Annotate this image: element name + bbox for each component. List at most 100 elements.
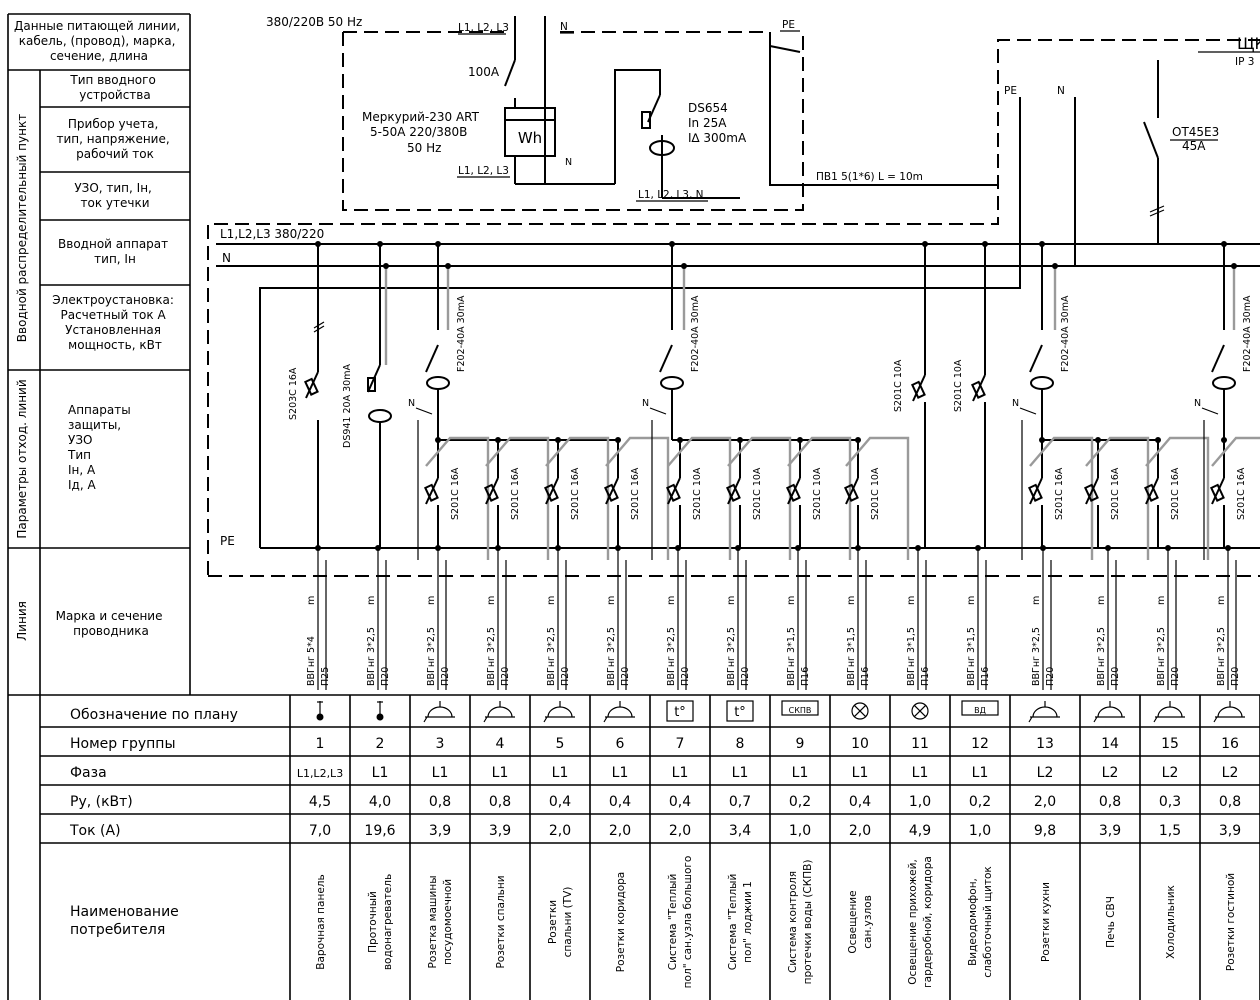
n-label: N [642,398,649,409]
group-power: 0,8 [489,794,511,810]
node [1052,263,1058,269]
group-phase: L1 [612,765,629,781]
cable-m: m [606,596,617,605]
cable-len: П20 [380,667,391,686]
board-switch-name: OT45E3 [1172,125,1219,139]
n-return [1029,436,1094,560]
consumer-name: Система "Теплый [667,874,679,971]
plan-symbol-3 [427,706,453,718]
installation-label: Электроустановка: Расчетный ток А Устано… [52,293,177,352]
cable-len: П20 [1110,667,1121,686]
cable-type: ВВГнг 3*1,5 [846,627,857,686]
supply-voltage: 380/220В 50 Hz [266,15,362,29]
f202-a-sub-label: S201C 16А [630,467,641,520]
s201-direct0-thermal [910,380,926,399]
consumer-name: Розетка машины [427,876,439,969]
group-current: 2,0 [849,823,871,839]
f202-d-sub0-thermal [1209,483,1225,502]
group-current: 2,0 [609,823,631,839]
supply-n-top: N [560,21,568,33]
f202-a-label: F202-40А 30mA [456,295,467,372]
group-phase: L1 [792,765,809,781]
group-power: 4,5 [309,794,331,810]
cable-m: m [1096,596,1107,605]
cable-len: П16 [800,667,811,686]
rcd-out-phases: L1, L2, L3, N [638,189,703,201]
conductor-label: Марка и сечение проводника [56,609,167,638]
group-number: 7 [676,736,685,752]
consumer-name: Освещение прихожей, [907,859,919,985]
plan-symbol-6-leg [603,716,608,723]
main-switch-rating: 100А [468,65,500,79]
f202-c-sub0-thermal [1027,483,1043,502]
f202-b-label: F202-40А 30mA [690,295,701,372]
f202-b-sub-label: S201C 10А [812,467,823,520]
group-phase: L1 [492,765,509,781]
f202-c-sub-label: S201C 16А [1170,467,1181,520]
consumer-name: Печь СВЧ [1105,896,1117,948]
rcd-label: УЗО, тип, Iн, ток утечки [74,181,155,210]
group-phase: L2 [1037,765,1054,781]
busbars: L1,L2,L3 380/220 N PE [216,227,1260,549]
ds941-rcd [368,409,392,423]
cable-m: m [426,596,437,605]
wire [415,407,433,415]
group-number: 1 [316,736,325,752]
f202-a-sub0-contact [425,477,439,505]
cable-m: m [306,596,317,605]
cable-len: П20 [1045,667,1056,686]
row-label-phase: Фаза [70,765,107,781]
plan-symbol-5-leg [543,716,548,723]
consumer-name: Варочная панель [315,874,327,969]
consumer-name: Освещение [847,890,859,953]
cable-type: ВВГнг 3*1,5 [966,627,977,686]
plan-symbol-16-leg [1213,716,1218,723]
cable-type: ВВГнг 3*2,5 [486,627,497,686]
cable-m: m [906,596,917,605]
consumer-name: Система контроля [787,871,799,973]
ds941-thermal [367,377,376,392]
group-current: 2,0 [669,823,691,839]
f202-c-label: F202-40А 30mA [1060,295,1071,372]
group-power: 0,8 [429,794,451,810]
plan-symbol-8-text: t° [734,705,746,720]
f202-b-sub-label: S201C 10А [692,467,703,520]
board-name: ЩК [1237,34,1260,53]
line-title: Линия [15,601,29,641]
wire [1201,407,1219,415]
plan-symbol-4-leg [483,716,488,723]
cable-type: ВВГнг 3*1,5 [906,627,917,686]
f202-b-sub2-contact [787,477,801,505]
feed-cable: ПВ1 5(1*6) L = 10m [816,171,923,183]
f202-b-sub1-contact [727,477,741,505]
f202-c-sub0-contact [1029,477,1043,505]
group-power: 0,2 [789,794,811,810]
group-phase: L1 [912,765,929,781]
f202-b-sub-label: S201C 10А [752,467,763,520]
group-power: 0,4 [669,794,691,810]
f202-a-sub-label: S201C 16А [510,467,521,520]
ds941-label: DS941 20А 30mA [342,364,353,448]
f202-a-rcd [426,376,450,390]
node [922,241,928,247]
group-power: 4,0 [369,794,391,810]
input-apparatus-label: Вводной аппарат тип, Iн [58,237,172,266]
consumer-name: Розетки кухни [1040,882,1052,962]
cable-type: ВВГнг 5*4 [306,636,317,686]
cable-type: ВВГнг 3*2,5 [366,627,377,686]
plan-symbol-7-text: t° [674,705,686,720]
plan-symbol-3-leg [423,716,428,723]
meter-label: Прибор учета, тип, напряжение, рабочий т… [56,117,173,161]
cable-len: П20 [740,667,751,686]
group-phase: L2 [1162,765,1179,781]
rcd-id: I∆ 300mA [688,131,747,145]
f202-a-sub2-thermal [543,483,559,502]
consumer-name: водонагреватель [382,874,394,970]
group-phase: L1 [432,765,449,781]
group-power: 0,4 [549,794,571,810]
f202-b-sub-label: S201C 10А [870,467,881,520]
meter-n-label: N [565,157,572,168]
rcd-in: In 25А [688,116,727,130]
node [315,241,321,247]
cable-len: П25 [320,667,331,686]
